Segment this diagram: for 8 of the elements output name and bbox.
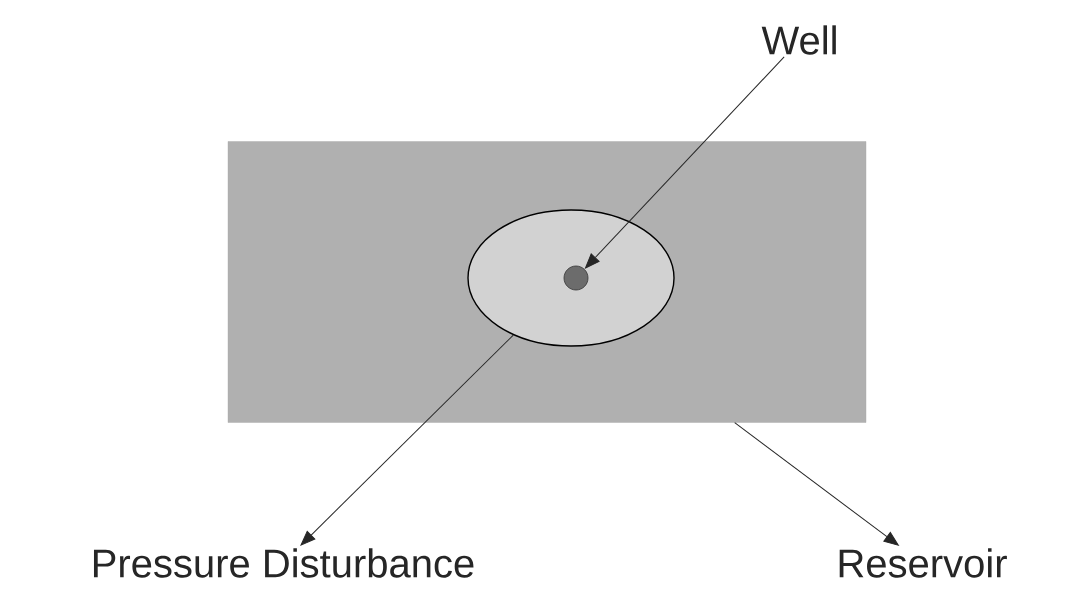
arrow xyxy=(734,422,899,546)
disturbance-ellipse xyxy=(467,209,675,347)
label-text: Well xyxy=(761,25,836,55)
well-dot xyxy=(563,265,589,291)
label-text: Pressure Disturbance xyxy=(94,548,474,578)
label-text: Reservoir xyxy=(839,548,1007,578)
arrow xyxy=(300,334,514,546)
arrow xyxy=(585,56,785,269)
